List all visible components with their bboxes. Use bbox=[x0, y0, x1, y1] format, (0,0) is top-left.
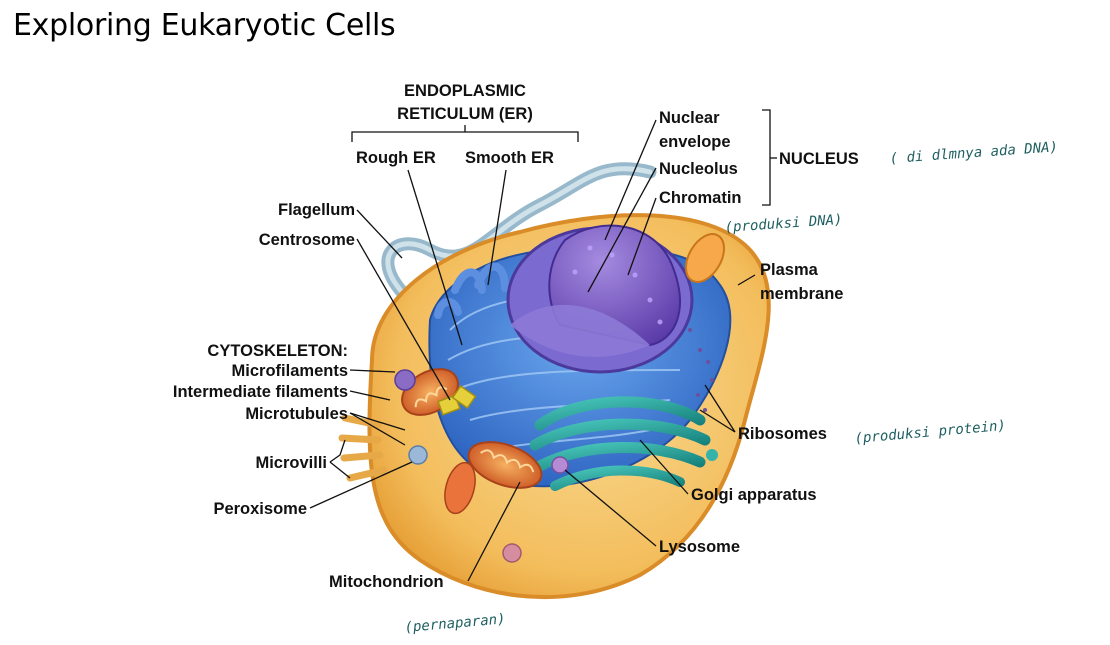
ribosome-note: (produksi protein) bbox=[854, 418, 1007, 447]
plasma-membrane-label-line2: membrane bbox=[760, 285, 843, 303]
lysosome-shape bbox=[551, 456, 569, 474]
chromatin-label: Chromatin bbox=[659, 189, 742, 207]
er-labels: ENDOPLASMIC RETICULUM (ER) Rough ER Smoo… bbox=[356, 82, 554, 167]
microvilli-shapes bbox=[338, 414, 388, 482]
peroxisome-shape bbox=[408, 445, 428, 465]
er-heading-line2: RETICULUM (ER) bbox=[397, 105, 533, 123]
peroxisome-label: Peroxisome bbox=[213, 500, 307, 518]
rough-er-label: Rough ER bbox=[356, 149, 436, 167]
microfilaments-label: Microfilaments bbox=[232, 362, 348, 380]
right-labels: Plasma membrane Ribosomes Golgi apparatu… bbox=[659, 261, 843, 556]
nuclear-envelope-label-line2: envelope bbox=[659, 133, 731, 151]
leader-lines bbox=[309, 109, 777, 582]
golgi-apparatus-label: Golgi apparatus bbox=[691, 486, 817, 504]
flagellum-label: Flagellum bbox=[278, 201, 355, 219]
cell-illustration bbox=[338, 162, 771, 600]
ribosomes-label: Ribosomes bbox=[738, 425, 827, 443]
smooth-er-shape bbox=[434, 262, 509, 319]
centrosome-label: Centrosome bbox=[259, 231, 355, 249]
ribosome-dots bbox=[688, 328, 714, 412]
smooth-er-label: Smooth ER bbox=[465, 149, 554, 167]
lysosome-label: Lysosome bbox=[659, 538, 740, 556]
centrosome-shape bbox=[437, 385, 477, 416]
microvilli-label: Microvilli bbox=[255, 454, 327, 472]
plasma-membrane-label-line1: Plasma bbox=[760, 261, 819, 279]
golgi-shape bbox=[529, 396, 718, 491]
nucleus-labels: Nuclear envelope Nucleolus Chromatin NUC… bbox=[659, 109, 859, 207]
nucleus-group-label: NUCLEUS bbox=[779, 150, 859, 168]
intermediate-filaments-label: Intermediate filaments bbox=[173, 383, 348, 401]
left-labels: Flagellum Centrosome CYTOSKELETON: Micro… bbox=[173, 201, 444, 591]
microtubules-label: Microtubules bbox=[245, 405, 348, 423]
chromatin-note: (produksi DNA) bbox=[724, 212, 843, 236]
mitochondrion-label: Mitochondrion bbox=[329, 573, 444, 591]
nucleus-note: ( di dlmnya ada DNA) bbox=[889, 139, 1058, 167]
nucleolus-label: Nucleolus bbox=[659, 160, 738, 178]
slide-title: Exploring Eukaryotic Cells bbox=[13, 8, 396, 43]
cytoskeleton-label: CYTOSKELETON: bbox=[207, 342, 348, 360]
mitochondrion-note: (pernaparan) bbox=[404, 611, 506, 636]
nuclear-envelope-label-line1: Nuclear bbox=[659, 109, 720, 127]
er-heading-line1: ENDOPLASMIC bbox=[404, 82, 526, 100]
chromatin-shape bbox=[510, 304, 650, 357]
